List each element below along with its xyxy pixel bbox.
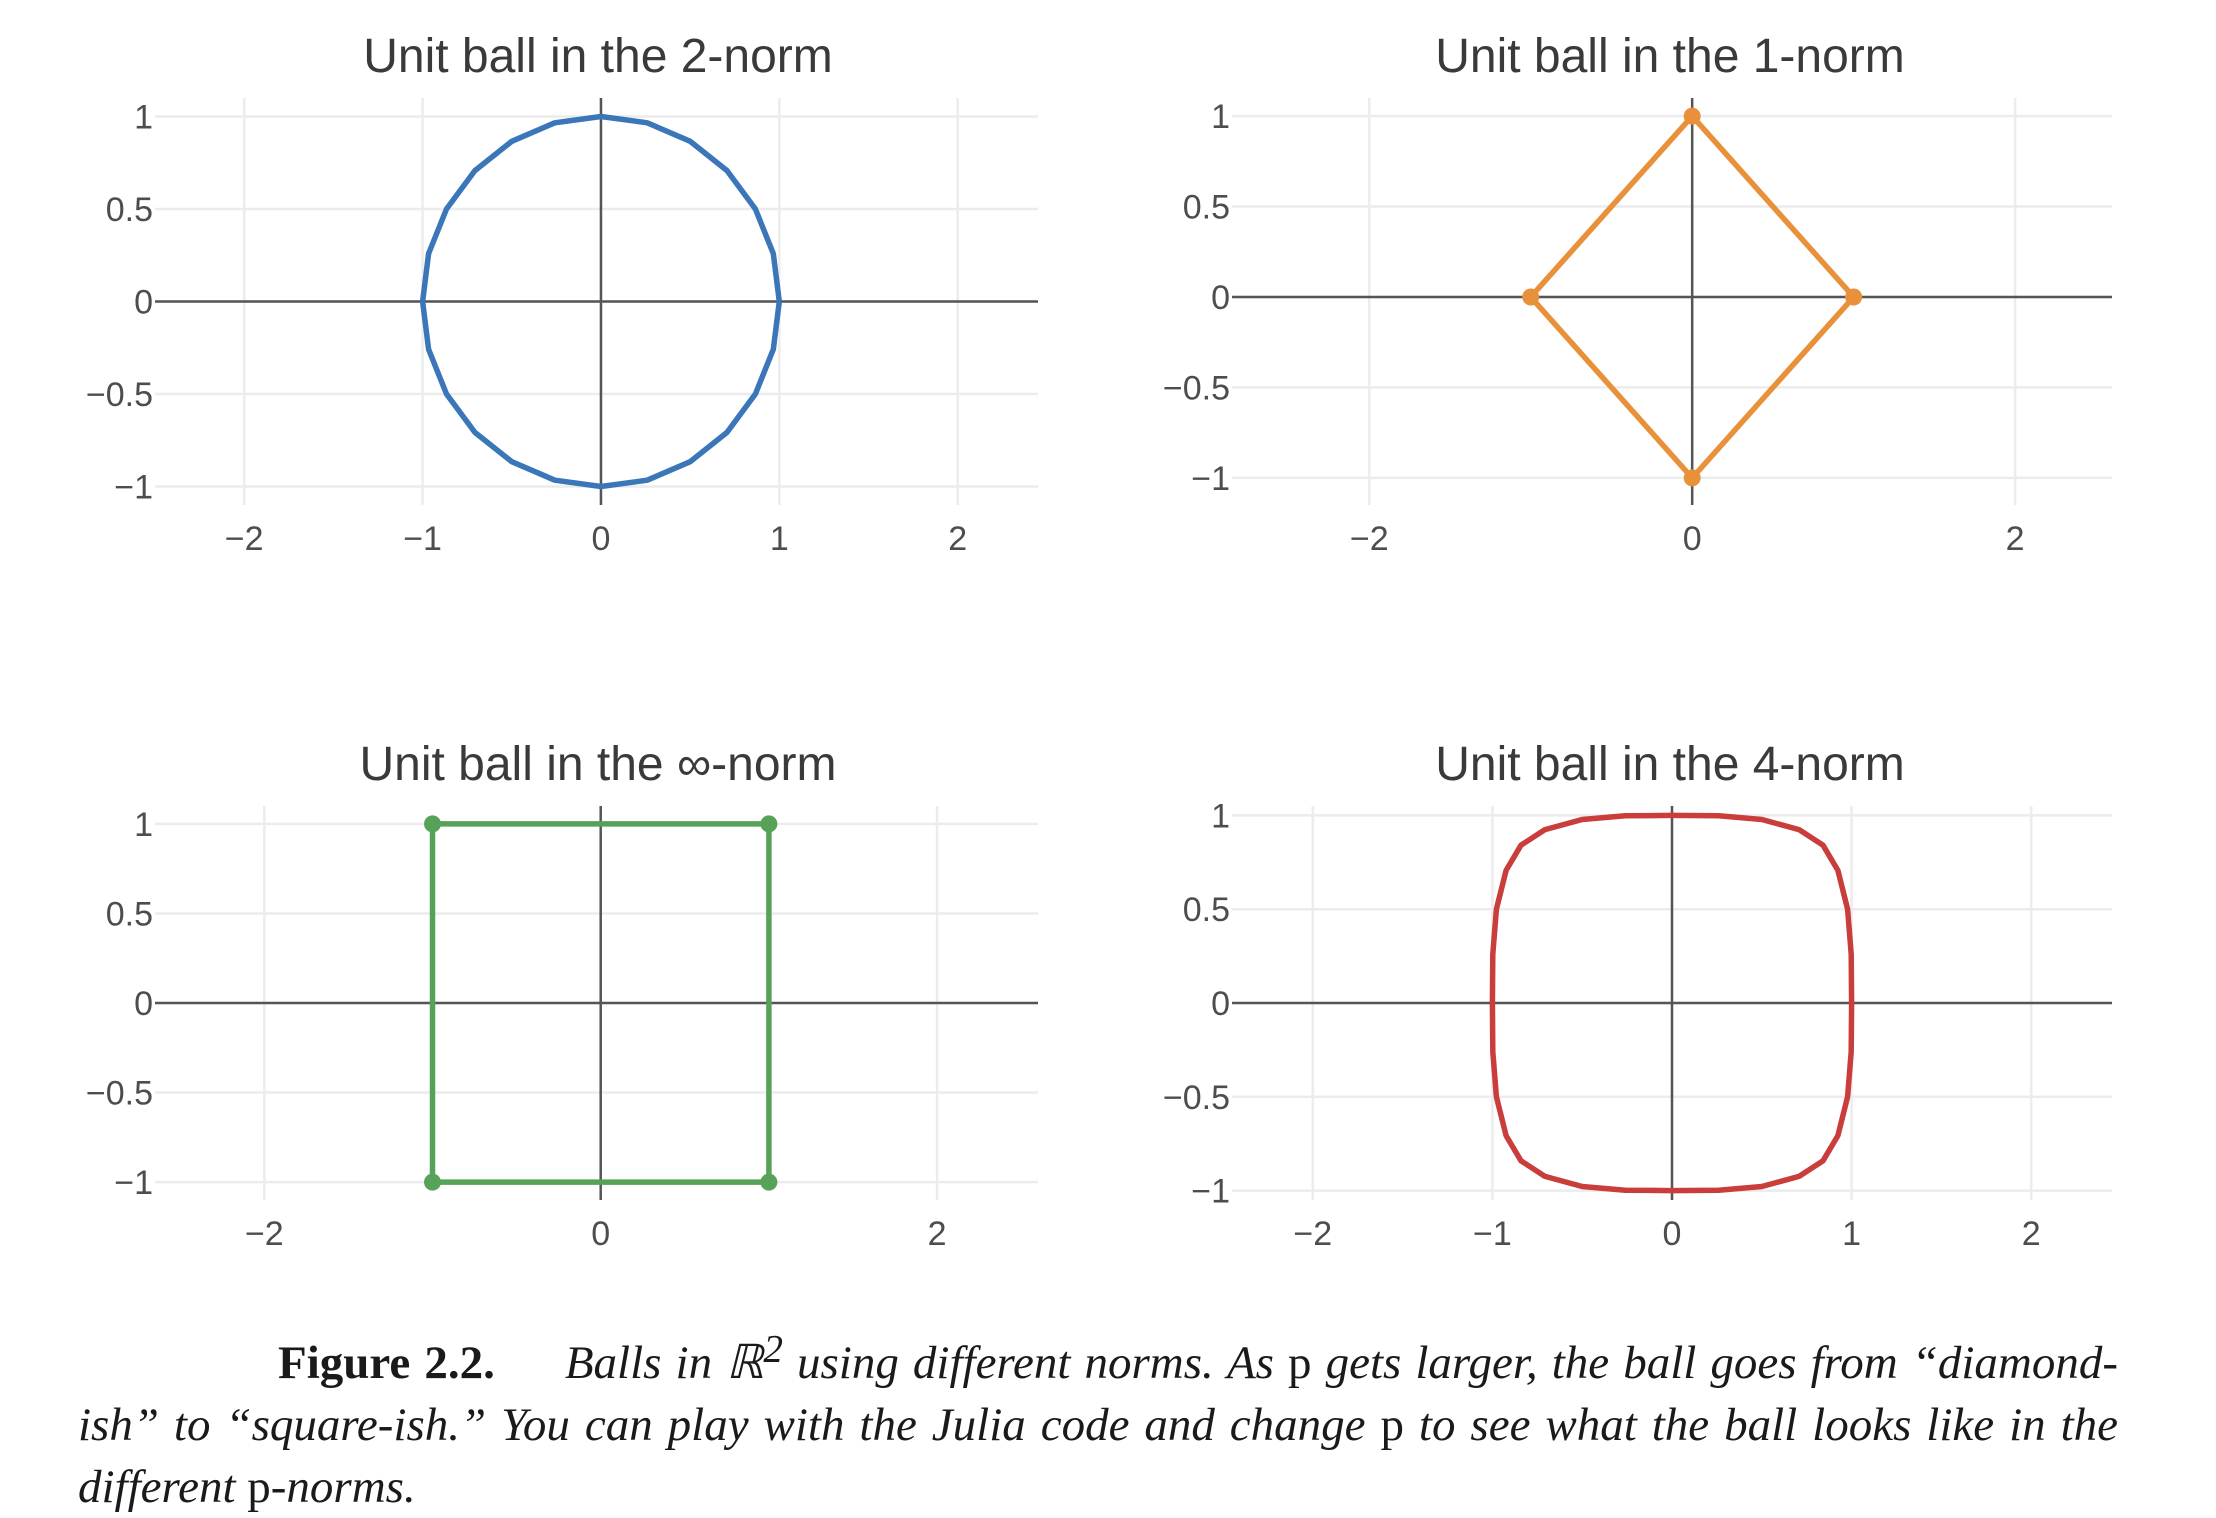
y-tick-label: 1 <box>134 99 153 137</box>
x-tick-label: −2 <box>1293 1215 1332 1253</box>
data-point <box>424 815 442 833</box>
y-tick-label: −0.5 <box>86 1075 153 1113</box>
x-tick-label: 1 <box>1842 1215 1861 1253</box>
chart-panel-1-norm: Unit ball in the 1-norm −2 0 2 1 0.5 0 −0.5 −1 <box>1163 30 2112 558</box>
x-tick-label: −1 <box>1473 1215 1512 1253</box>
data-point <box>760 815 778 833</box>
x-tick-label: −2 <box>1350 520 1389 558</box>
chart-title: Unit ball in the 1-norm <box>1435 30 1905 83</box>
x-tick-label: −1 <box>403 520 442 558</box>
chart-title: Unit ball in the ∞-norm <box>359 738 836 791</box>
x-tick-label: 2 <box>2006 520 2025 558</box>
caption-variable-p: p <box>1380 1398 1404 1451</box>
caption-variable-p: p <box>247 1460 271 1513</box>
x-tick-label: −2 <box>245 1215 284 1253</box>
chart-panel-inf-norm: Unit ball in the ∞-norm −2 0 2 1 0.5 0 −0.5 −1 <box>86 738 1038 1253</box>
data-point <box>1845 288 1863 306</box>
y-tick-label: 1 <box>1211 797 1230 835</box>
y-tick-label: −0.5 <box>1163 1079 1230 1117</box>
x-tick-label: 0 <box>1663 1215 1682 1253</box>
x-tick-label: 0 <box>591 1215 610 1253</box>
series-line <box>419 113 783 490</box>
caption-variable-p: p <box>1288 1336 1312 1389</box>
x-tick-label: 2 <box>928 1215 947 1253</box>
y-tick-label: −0.5 <box>1163 369 1230 407</box>
caption-text: Balls in ℝ2 using different norms. As p … <box>78 1327 2119 1513</box>
data-point <box>1683 107 1701 125</box>
y-tick-label: 0.5 <box>1183 891 1230 929</box>
y-tick-label: 0 <box>1211 279 1230 317</box>
y-tick-label: −0.5 <box>86 376 153 414</box>
x-tick-label: −2 <box>225 520 264 558</box>
y-tick-label: 0.5 <box>1183 189 1230 227</box>
data-point <box>424 1173 442 1191</box>
caption-label: Figure 2.2. <box>278 1336 495 1389</box>
y-tick-label: 1 <box>1211 98 1230 136</box>
x-tick-label: 0 <box>1683 520 1702 558</box>
y-tick-label: −1 <box>1191 1173 1230 1211</box>
figure-caption: Figure 2.2.Balls in ℝ2 using different n… <box>78 1318 2118 1518</box>
chart-title: Unit ball in the 2-norm <box>363 30 833 83</box>
chart-panel-2-norm: Unit ball in the 2-norm −2 −1 0 1 2 1 0.5 0 −0.5… <box>86 30 1038 558</box>
x-tick-label: 0 <box>591 520 610 558</box>
x-tick-label: 2 <box>2022 1215 2041 1253</box>
series-line <box>1489 812 1855 1194</box>
data-point <box>1522 288 1540 306</box>
chart-panel-4-norm: Unit ball in the 4-norm −2 −1 0 1 2 1 0.5 0 −0.5… <box>1163 738 2112 1253</box>
data-point <box>760 1173 778 1191</box>
x-tick-label: 2 <box>948 520 967 558</box>
y-tick-label: 0 <box>1211 985 1230 1023</box>
y-tick-label: −1 <box>114 469 153 507</box>
y-tick-label: 0.5 <box>106 895 153 933</box>
data-point <box>1683 469 1701 487</box>
caption-superscript: 2 <box>763 1327 783 1370</box>
figure-2-2: Unit ball in the 2-norm −2 −1 0 1 2 1 0.5 0 −0.5… <box>86 30 2112 1253</box>
y-tick-label: 0 <box>134 284 153 322</box>
y-tick-label: −1 <box>114 1164 153 1202</box>
y-tick-label: 0.5 <box>106 191 153 229</box>
x-tick-label: 1 <box>770 520 789 558</box>
y-tick-label: 1 <box>134 806 153 844</box>
chart-title: Unit ball in the 4-norm <box>1435 738 1905 791</box>
y-tick-label: −1 <box>1191 460 1230 498</box>
y-tick-label: 0 <box>134 985 153 1023</box>
